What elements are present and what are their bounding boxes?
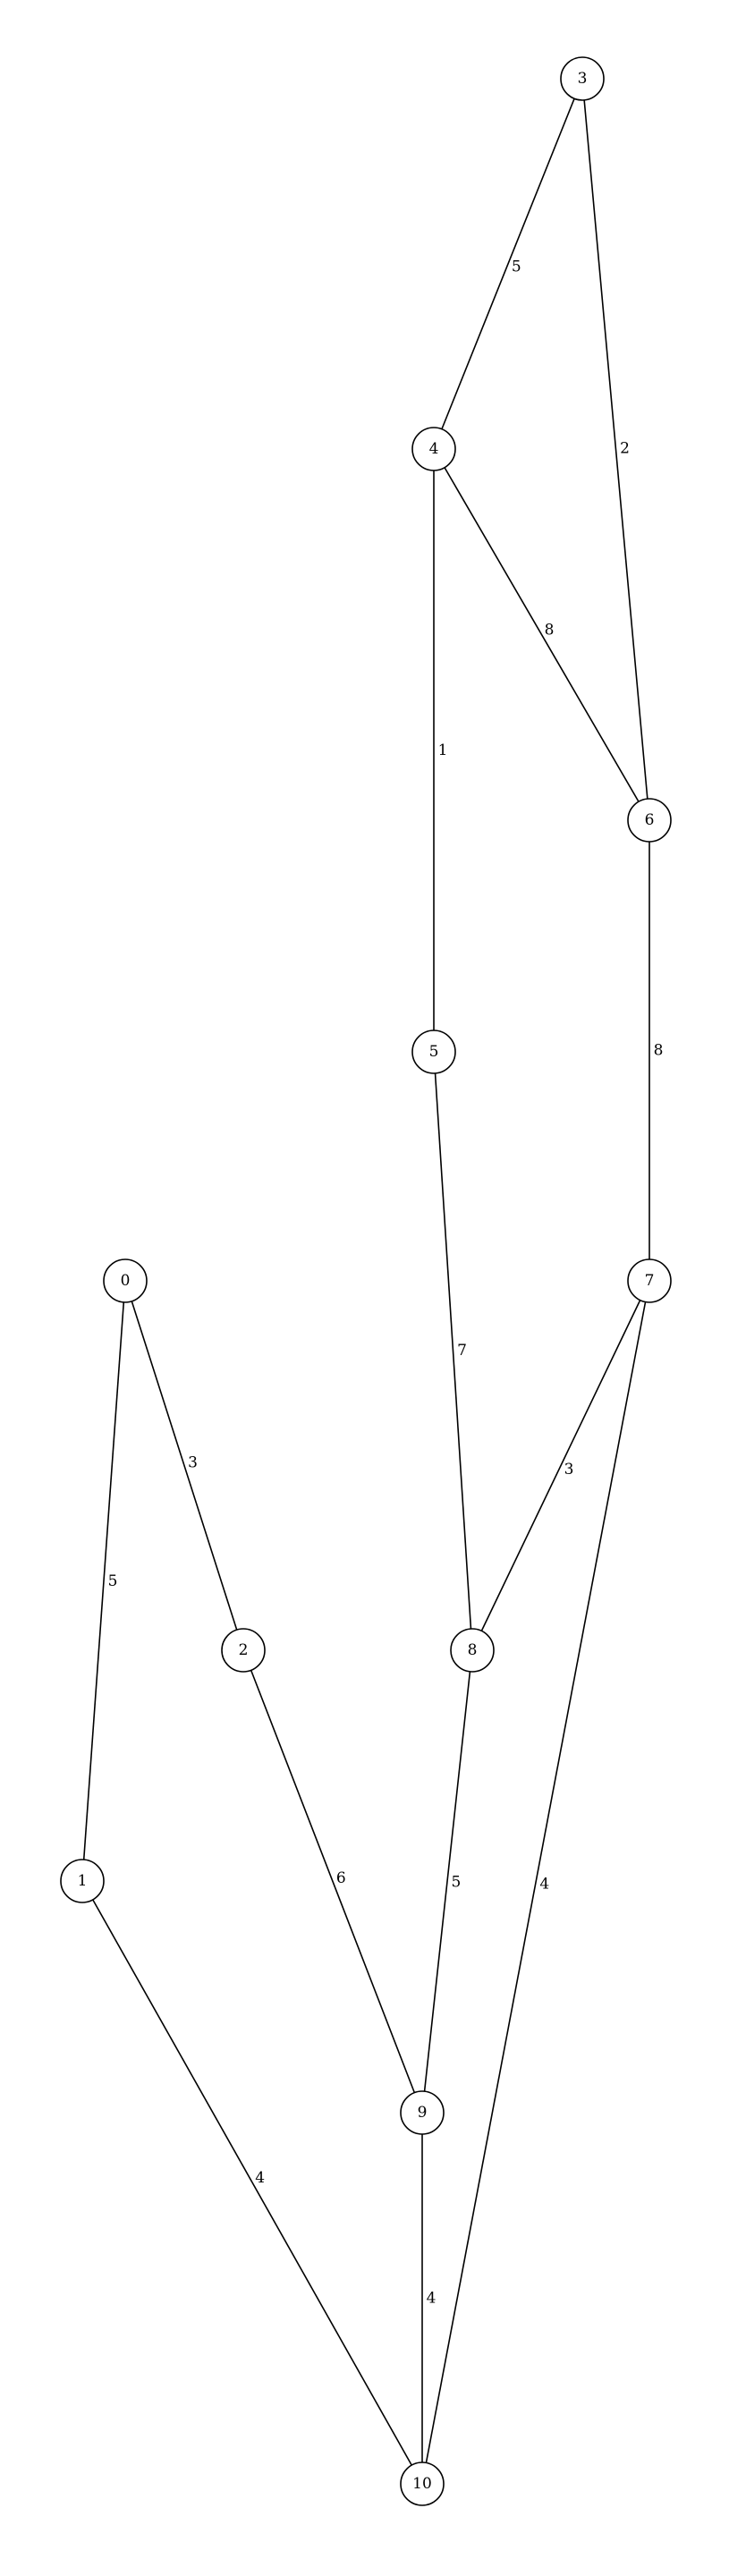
node-label: 2: [239, 1641, 249, 1659]
edge-weight-label: 5: [451, 1874, 461, 1892]
edge-n8-n9: [421, 1649, 473, 2114]
edge-weight-label: 4: [255, 2169, 265, 2187]
node-circle: [400, 2462, 445, 2506]
edge-weight-label: 8: [654, 1042, 664, 1060]
edge-weight-label: 3: [188, 1454, 198, 1472]
edge-weight-label: 2: [620, 440, 630, 458]
edge-n0-n2: [124, 1280, 244, 1651]
node-circle: [411, 1030, 456, 1074]
node-9: 9: [400, 2090, 445, 2135]
node-label: 6: [645, 811, 655, 829]
node-circle: [103, 1258, 148, 1303]
node-label: 0: [121, 1272, 131, 1290]
node-10: 10: [400, 2462, 445, 2506]
edge-weight-label: 5: [108, 1572, 118, 1590]
edge-weight-label: 3: [564, 1461, 574, 1479]
node-circle: [411, 427, 456, 471]
node-4: 4: [411, 427, 456, 471]
node-8: 8: [450, 1628, 495, 1673]
node-label: 8: [468, 1641, 478, 1659]
edge-weight-label: 1: [438, 741, 448, 759]
node-0: 0: [103, 1258, 148, 1303]
nodes-layer: 0 1 2 3 4 5 6 7 8 9 10: [60, 56, 672, 2506]
node-label: 5: [429, 1043, 439, 1061]
edge-weight-label: 5: [512, 258, 521, 276]
node-circle: [450, 1628, 495, 1673]
edge-n5-n8: [433, 1051, 473, 1651]
node-label: 9: [418, 2104, 428, 2122]
node-label: 4: [429, 440, 439, 458]
node-label: 7: [645, 1272, 655, 1290]
node-1: 1: [60, 1859, 105, 1903]
edge-weight-label: 4: [427, 2290, 437, 2308]
edge-labels-layer: 5 2 1 8 8 7 3 4 5 3 6 5 4 4: [106, 257, 665, 2309]
edge-n4-n6: [433, 448, 650, 821]
edge-n7-n8: [471, 1280, 650, 1651]
node-circle: [627, 798, 672, 843]
node-circle: [400, 2090, 445, 2135]
node-circle: [221, 1628, 266, 1673]
edge-n7-n10: [421, 1280, 650, 2485]
edge-weight-label: 7: [457, 1342, 467, 1360]
node-label: 10: [412, 2475, 432, 2493]
node-5: 5: [411, 1030, 456, 1074]
edge-weight-label: 6: [336, 1869, 346, 1887]
edge-weight-label: 4: [539, 1875, 549, 1893]
edge-n2-n9: [242, 1649, 423, 2114]
node-2: 2: [221, 1628, 266, 1673]
node-6: 6: [627, 798, 672, 843]
edge-n0-n1: [81, 1280, 126, 1882]
node-circle: [60, 1859, 105, 1903]
node-label: 3: [578, 70, 588, 88]
edge-weight-label: 8: [545, 622, 555, 640]
node-3: 3: [560, 56, 605, 101]
edge-n3-n4: [433, 78, 583, 450]
edge-n3-n6: [581, 78, 650, 821]
edges-layer: [81, 78, 650, 2485]
node-label: 1: [78, 1872, 88, 1890]
node-circle: [560, 56, 605, 101]
node-circle: [627, 1258, 672, 1303]
edge-n1-n10: [81, 1880, 423, 2485]
node-7: 7: [627, 1258, 672, 1303]
